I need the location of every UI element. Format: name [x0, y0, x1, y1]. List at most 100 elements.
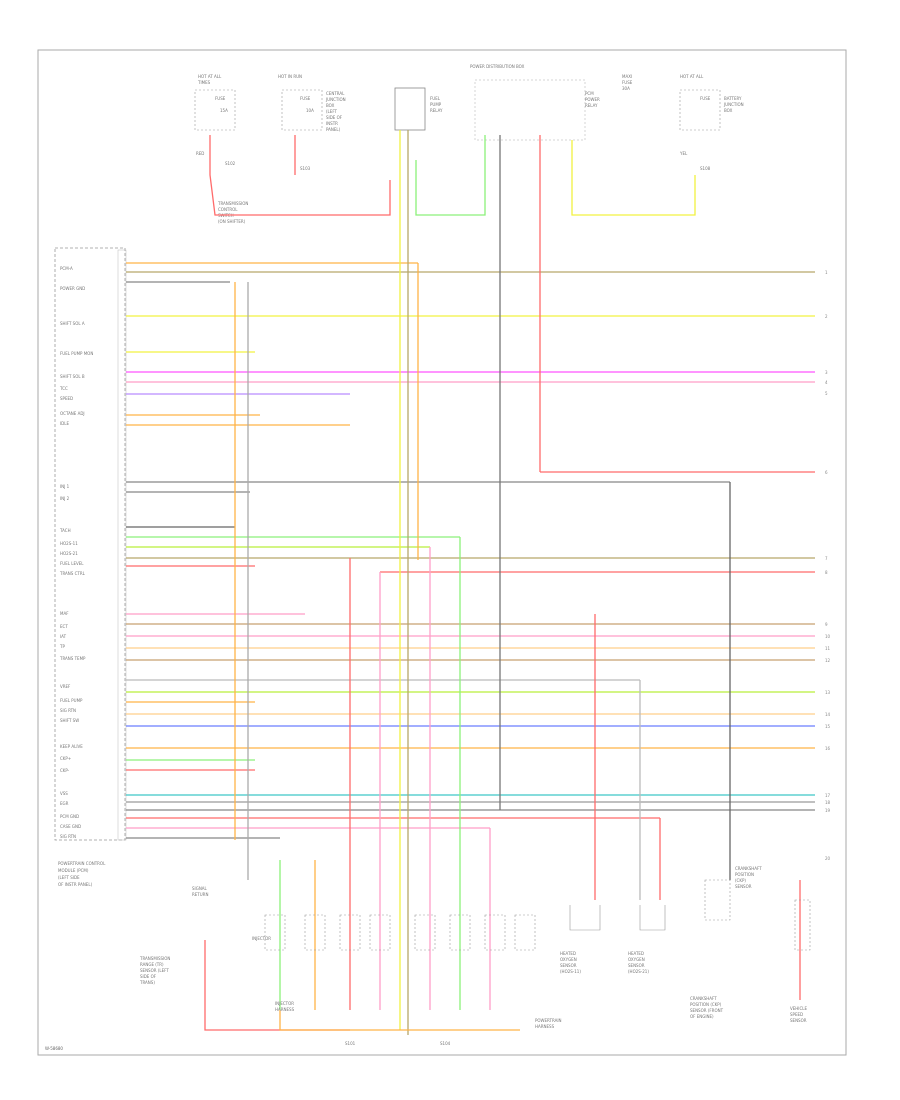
- top-fuse-left: HOT AT ALL TIMES FUSE 15A RED S102: [194, 74, 236, 166]
- crankshaft-sensor: [704, 879, 731, 921]
- injector-7: [484, 914, 506, 951]
- svg-text:OF ENGINE): OF ENGINE): [690, 1014, 714, 1019]
- svg-text:11: 11: [825, 646, 831, 651]
- right-ref-column: 1 2 3 4 5 6 7 8 9 10 11 12 13 14 15 16 1…: [825, 270, 831, 861]
- top-fuse-right: HOT AT ALL MAXI FUSE 30A FUSE BATTERY JU…: [622, 74, 744, 171]
- svg-text:MAF: MAF: [60, 611, 69, 616]
- sensor-heated-oxygen-2: [639, 905, 666, 931]
- diagram-border: [37, 49, 847, 1056]
- svg-text:17: 17: [825, 793, 831, 798]
- svg-text:20: 20: [825, 856, 831, 861]
- svg-text:TRANS TEMP: TRANS TEMP: [59, 656, 86, 661]
- svg-text:1: 1: [825, 270, 828, 275]
- svg-text:EGR: EGR: [60, 801, 69, 806]
- svg-text:INJ 1: INJ 1: [60, 484, 70, 489]
- svg-text:SENSOR: SENSOR: [735, 884, 752, 889]
- horizontal-wires: [126, 262, 815, 839]
- svg-text:OF INSTR PANEL): OF INSTR PANEL): [58, 882, 93, 887]
- injector-3: [339, 914, 361, 951]
- pcm-power-relay: POWER DISTRIBUTION BOX PCM POWER RELAY: [470, 64, 600, 141]
- svg-text:IDLE: IDLE: [60, 421, 69, 426]
- svg-text:S101: S101: [345, 1041, 356, 1046]
- svg-text:S108: S108: [700, 166, 711, 171]
- svg-text:FUEL PUMP MON: FUEL PUMP MON: [60, 351, 93, 356]
- svg-text:SHIFT SOL B: SHIFT SOL B: [60, 374, 85, 379]
- sensor-heated-oxygen-1: [569, 905, 601, 931]
- svg-text:TRANS CTRL: TRANS CTRL: [59, 571, 86, 576]
- svg-text:14: 14: [825, 712, 831, 717]
- svg-text:ECT: ECT: [60, 624, 68, 629]
- svg-text:POWER: POWER: [585, 97, 600, 102]
- svg-text:10A: 10A: [306, 108, 314, 113]
- svg-text:IAT: IAT: [60, 634, 67, 639]
- svg-text:FUSE: FUSE: [700, 96, 711, 101]
- wire-v-red-06: [204, 940, 350, 1031]
- svg-text:19: 19: [825, 808, 831, 813]
- svg-text:FUEL PUMP: FUEL PUMP: [60, 698, 83, 703]
- svg-text:FUSE: FUSE: [622, 80, 633, 85]
- svg-text:CRANKSHAFT: CRANKSHAFT: [735, 866, 762, 871]
- svg-text:INJECTOR: INJECTOR: [275, 1001, 294, 1006]
- injector-8: [514, 914, 536, 951]
- svg-text:CENTRAL: CENTRAL: [326, 91, 345, 96]
- svg-text:POSITION: POSITION: [735, 872, 754, 877]
- svg-text:HARNESS: HARNESS: [535, 1024, 555, 1029]
- svg-text:TACH: TACH: [59, 528, 71, 533]
- svg-text:FUEL LEVEL: FUEL LEVEL: [60, 561, 84, 566]
- svg-text:10: 10: [825, 634, 831, 639]
- svg-text:MAXI: MAXI: [622, 74, 632, 79]
- svg-text:RELAY: RELAY: [430, 108, 443, 113]
- svg-text:RED: RED: [196, 151, 204, 156]
- vss-sensor: [794, 899, 811, 951]
- injector-2: [304, 914, 326, 951]
- svg-text:(CKP): (CKP): [735, 878, 746, 883]
- svg-text:2: 2: [825, 314, 828, 319]
- svg-text:OXYGEN: OXYGEN: [560, 957, 577, 962]
- svg-text:POWERTRAIN CONTROL: POWERTRAIN CONTROL: [58, 861, 106, 866]
- svg-text:HOT AT ALL: HOT AT ALL: [680, 74, 704, 79]
- svg-text:PCM GND: PCM GND: [60, 814, 79, 819]
- injector-5: [414, 914, 436, 951]
- svg-text:30A: 30A: [622, 86, 630, 91]
- top-fuse-center: HOT IN RUN FUSE 10A CENTRAL JUNCTION BOX…: [278, 74, 346, 171]
- svg-text:SENSOR: SENSOR: [628, 963, 645, 968]
- svg-text:PANEL): PANEL): [326, 127, 341, 132]
- svg-text:(ON SHIFTER): (ON SHIFTER): [218, 219, 246, 224]
- svg-text:S103: S103: [300, 166, 311, 171]
- svg-text:16: 16: [825, 746, 831, 751]
- vertical-wires: [204, 130, 801, 1035]
- bottom-labels: TRANSMISSION RANGE (TR) SENSOR (LEFT SID…: [139, 866, 807, 1046]
- svg-text:13: 13: [825, 690, 831, 695]
- page-code: W-58680: [45, 1046, 63, 1051]
- svg-text:SENSOR (FRONT: SENSOR (FRONT: [690, 1008, 724, 1013]
- svg-text:TIMES: TIMES: [197, 80, 211, 85]
- transmission-switch: TRANSMISSION CONTROL SWITCH (ON SHIFTER): [217, 201, 248, 224]
- svg-text:POWERTRAIN: POWERTRAIN: [535, 1018, 562, 1023]
- svg-text:JUNCTION: JUNCTION: [325, 97, 346, 102]
- pcm-block: PCM-A POWER GND SHIFT SOL A FUEL PUMP MO…: [54, 247, 127, 887]
- svg-text:RANGE (TR): RANGE (TR): [140, 962, 164, 967]
- svg-text:CKP+: CKP+: [60, 756, 71, 761]
- svg-text:OCTANE ADJ: OCTANE ADJ: [60, 411, 85, 416]
- svg-text:VSS: VSS: [60, 791, 68, 796]
- svg-text:6: 6: [825, 470, 828, 475]
- svg-text:OXYGEN: OXYGEN: [628, 957, 645, 962]
- svg-text:TP: TP: [59, 644, 65, 649]
- svg-text:MODULE (PCM): MODULE (PCM): [58, 868, 89, 873]
- svg-text:18: 18: [825, 800, 831, 805]
- svg-text:HO2S-11: HO2S-11: [60, 541, 78, 546]
- wire-v-orange-04: [279, 1010, 520, 1031]
- svg-text:12: 12: [825, 658, 831, 663]
- svg-text:(HO2S-11): (HO2S-11): [560, 969, 581, 974]
- svg-text:CASE GND: CASE GND: [60, 824, 81, 829]
- wire-v-yellow-02: [571, 140, 696, 216]
- svg-text:KEEP ALIVE: KEEP ALIVE: [60, 744, 83, 749]
- svg-text:15: 15: [825, 724, 831, 729]
- injector-1: [264, 914, 286, 951]
- wire-v-red-relay: [209, 135, 391, 216]
- svg-text:BOX: BOX: [326, 103, 335, 108]
- svg-text:YEL: YEL: [679, 151, 688, 156]
- svg-text:SIG RTN: SIG RTN: [60, 708, 76, 713]
- svg-text:PCM-A: PCM-A: [60, 266, 73, 271]
